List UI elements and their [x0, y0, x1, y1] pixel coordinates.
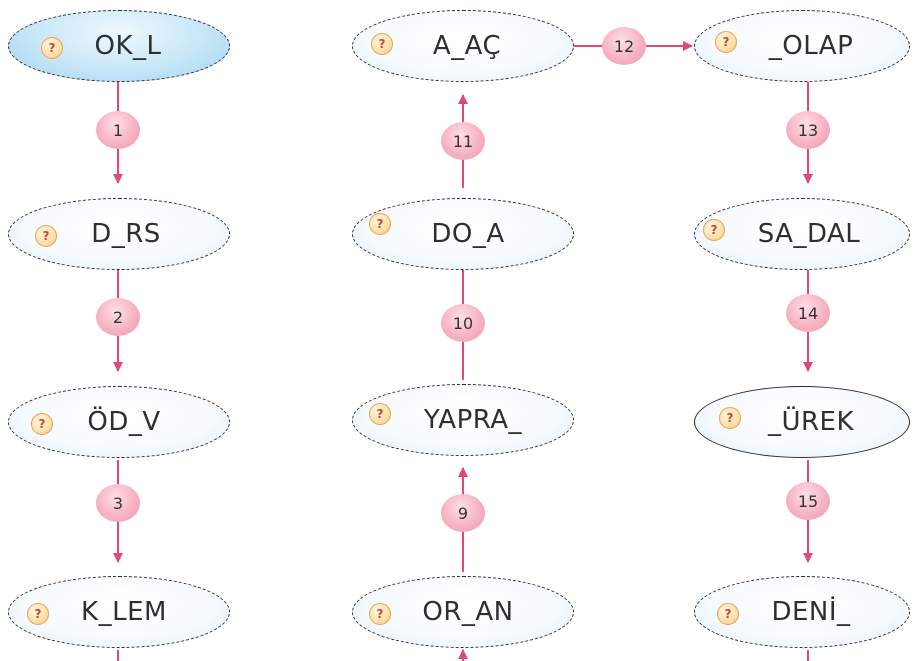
node-word: DENİ_ [771, 597, 851, 627]
node-word: ÖD_V [87, 407, 161, 437]
word-node-deni: ? DENİ_ [694, 576, 910, 648]
node-word: SA_DAL [757, 219, 861, 249]
question-icon: ? [703, 219, 725, 241]
word-node-ok-l: ? OK_L [8, 10, 230, 82]
word-node-yapra: ? YAPRA_ [352, 384, 574, 456]
word-node-d-rs: ? D_RS [8, 198, 230, 270]
question-icon: ? [717, 603, 739, 625]
step-badge-10: 10 [441, 304, 485, 342]
step-badge-13: 13 [786, 111, 830, 149]
step-badge-14: 14 [786, 294, 830, 332]
question-icon: ? [369, 213, 391, 235]
question-icon: ? [27, 603, 49, 625]
word-node-sa-dal: ? SA_DAL [694, 198, 910, 270]
step-badge-3: 3 [96, 484, 140, 522]
step-badge-15: 15 [786, 482, 830, 520]
step-badge-11: 11 [441, 122, 485, 160]
node-word: _ÜREK [767, 407, 855, 437]
step-badge-1: 1 [96, 111, 140, 149]
node-word: YAPRA_ [423, 405, 523, 435]
word-node-a-ac: ? A_AÇ [352, 10, 574, 82]
step-badge-12: 12 [602, 27, 646, 65]
node-word: D_RS [91, 219, 161, 249]
question-icon: ? [41, 37, 63, 59]
word-node-or-an: ? OR_AN [352, 576, 574, 648]
node-word: A_AÇ [432, 31, 502, 61]
node-word: DO_A [431, 219, 505, 249]
node-word: K_LEM [81, 597, 167, 627]
question-icon: ? [719, 407, 741, 429]
word-node-urek: ? _ÜREK [694, 386, 910, 458]
word-node-olap: ? _OLAP [694, 10, 910, 82]
step-badge-2: 2 [96, 298, 140, 336]
word-node-k-lem: ? K_LEM [8, 576, 230, 648]
question-icon: ? [371, 33, 393, 55]
node-word: _OLAP [768, 31, 854, 61]
question-icon: ? [31, 413, 53, 435]
question-icon: ? [35, 225, 57, 247]
question-icon: ? [715, 31, 737, 53]
word-node-od-v: ? ÖD_V [8, 386, 230, 458]
question-icon: ? [369, 403, 391, 425]
step-badge-9: 9 [441, 494, 485, 532]
word-node-do-a: ? DO_A [352, 198, 574, 270]
question-icon: ? [369, 603, 391, 625]
node-word: OK_L [94, 31, 162, 61]
node-word: OR_AN [422, 597, 514, 627]
